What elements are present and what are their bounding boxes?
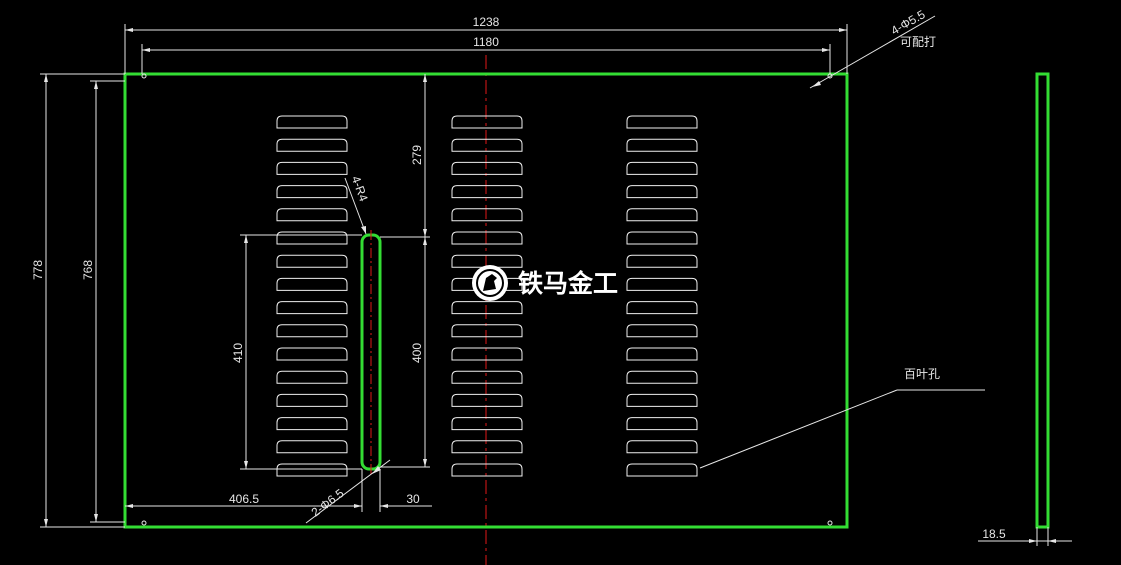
dim-top-offset: 279	[410, 145, 424, 165]
louver-slot	[626, 417, 698, 431]
louver-slot	[451, 138, 523, 152]
dim-overall-height: 778	[31, 260, 45, 280]
louver-slot	[276, 231, 348, 245]
corner-holes	[141, 73, 833, 526]
louver-slot	[451, 417, 523, 431]
louver-slot	[276, 115, 348, 129]
callout-hole-top: 4-Φ5.5	[889, 7, 928, 38]
louver-slot	[626, 440, 698, 454]
louver-slot	[451, 208, 523, 222]
watermark: 铁马金工	[472, 265, 618, 301]
note-match-drill: 可配打	[900, 35, 936, 49]
louver-slot	[451, 370, 523, 384]
callout-radius: 4-R4	[349, 174, 371, 204]
louver-slot	[626, 324, 698, 338]
side-view-outline	[1035, 72, 1050, 529]
louver-slot	[626, 138, 698, 152]
louver-slot	[451, 463, 523, 477]
louver-slot	[276, 138, 348, 152]
louver-slot	[276, 393, 348, 407]
louver-slot	[276, 463, 348, 477]
dim-left-offset: 406.5	[229, 492, 259, 506]
louver-slot	[276, 185, 348, 199]
dim-slot-length: 400	[410, 343, 424, 363]
dim-thickness: 18.5	[982, 527, 1006, 541]
louver-slot	[451, 185, 523, 199]
louver-slot	[276, 301, 348, 315]
louver-slot	[451, 347, 523, 361]
louver-slot	[276, 208, 348, 222]
louver-slot	[276, 324, 348, 338]
louver-slot	[626, 347, 698, 361]
louver-slot	[451, 324, 523, 338]
louver-slot	[626, 301, 698, 315]
dim-slot-width: 30	[406, 492, 420, 506]
louver-slot	[451, 393, 523, 407]
louver-slot	[626, 161, 698, 175]
louver-slots	[276, 115, 698, 477]
louver-slot	[626, 185, 698, 199]
watermark-text: 铁马金工	[518, 269, 618, 298]
callout-hole-bottom: 2-Φ6.5	[309, 486, 347, 520]
dim-inner-width: 1180	[473, 35, 499, 49]
louver-slot	[451, 161, 523, 175]
louver-slot	[276, 277, 348, 291]
louver-slot	[276, 347, 348, 361]
louver-slot	[451, 254, 523, 268]
louver-slot	[451, 440, 523, 454]
louver-slot	[276, 417, 348, 431]
louver-slot	[276, 254, 348, 268]
dim-overall-width: 1238	[473, 15, 500, 29]
louver-slot	[276, 440, 348, 454]
dim-left-height: 410	[231, 343, 245, 363]
louver-slot	[626, 231, 698, 245]
louver-slot	[276, 161, 348, 175]
louver-slot	[276, 370, 348, 384]
louver-slot	[626, 370, 698, 384]
louver-slot	[451, 277, 523, 291]
plate-outline	[123, 72, 849, 529]
louver-slot	[626, 254, 698, 268]
louver-slot	[451, 301, 523, 315]
louver-slot	[626, 277, 698, 291]
louver-slot	[626, 115, 698, 129]
louver-slot	[451, 115, 523, 129]
louver-slot	[626, 393, 698, 407]
note-louver-label: 百叶孔	[904, 367, 940, 381]
dim-inner-height: 768	[81, 260, 95, 280]
louver-slot	[451, 231, 523, 245]
louver-slot	[626, 208, 698, 222]
louver-slot	[626, 463, 698, 477]
arrowheads	[44, 28, 1056, 543]
